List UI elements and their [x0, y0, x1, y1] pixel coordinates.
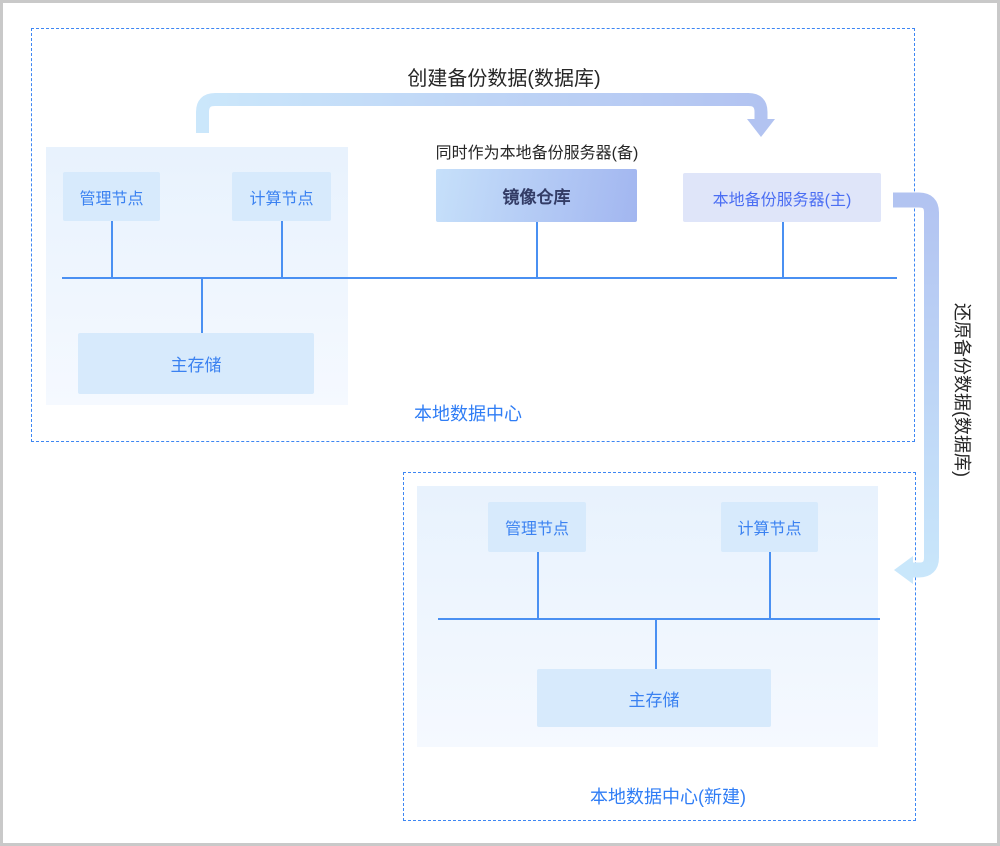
new-dc-boundary: [403, 472, 916, 821]
local-dc-network-bus: [62, 277, 897, 279]
connector-mgmt2: [537, 552, 539, 618]
node-mgmt-local: 管理节点: [63, 172, 160, 221]
connector-compute1: [281, 221, 283, 277]
node-mgmt-new: 管理节点: [488, 502, 586, 552]
node-mirror-repo: 镜像仓库: [436, 169, 637, 222]
node-storage-new: 主存储: [537, 669, 771, 727]
new-dc-title: 本地数据中心(新建): [590, 787, 746, 807]
connector-mgmt1: [111, 221, 113, 277]
node-backup-server-primary: 本地备份服务器(主): [683, 173, 881, 222]
local-dc-title: 本地数据中心: [414, 404, 522, 424]
mirror-repo-note-label: 同时作为本地备份服务器(备): [435, 145, 639, 162]
node-compute-new: 计算节点: [721, 502, 818, 552]
node-storage-local: 主存储: [78, 333, 314, 394]
create-backup-flow-label: 创建备份数据(数据库): [407, 68, 601, 90]
new-dc-network-bus: [438, 618, 880, 620]
restore-backup-flow-label: 还原备份数据(数据库): [952, 303, 972, 477]
connector-mirror: [536, 222, 538, 277]
connector-storage1: [201, 278, 203, 333]
connector-storage2: [655, 619, 657, 669]
connector-compute2: [769, 552, 771, 618]
connector-backup-primary: [782, 222, 784, 277]
node-compute-local: 计算节点: [232, 172, 331, 221]
